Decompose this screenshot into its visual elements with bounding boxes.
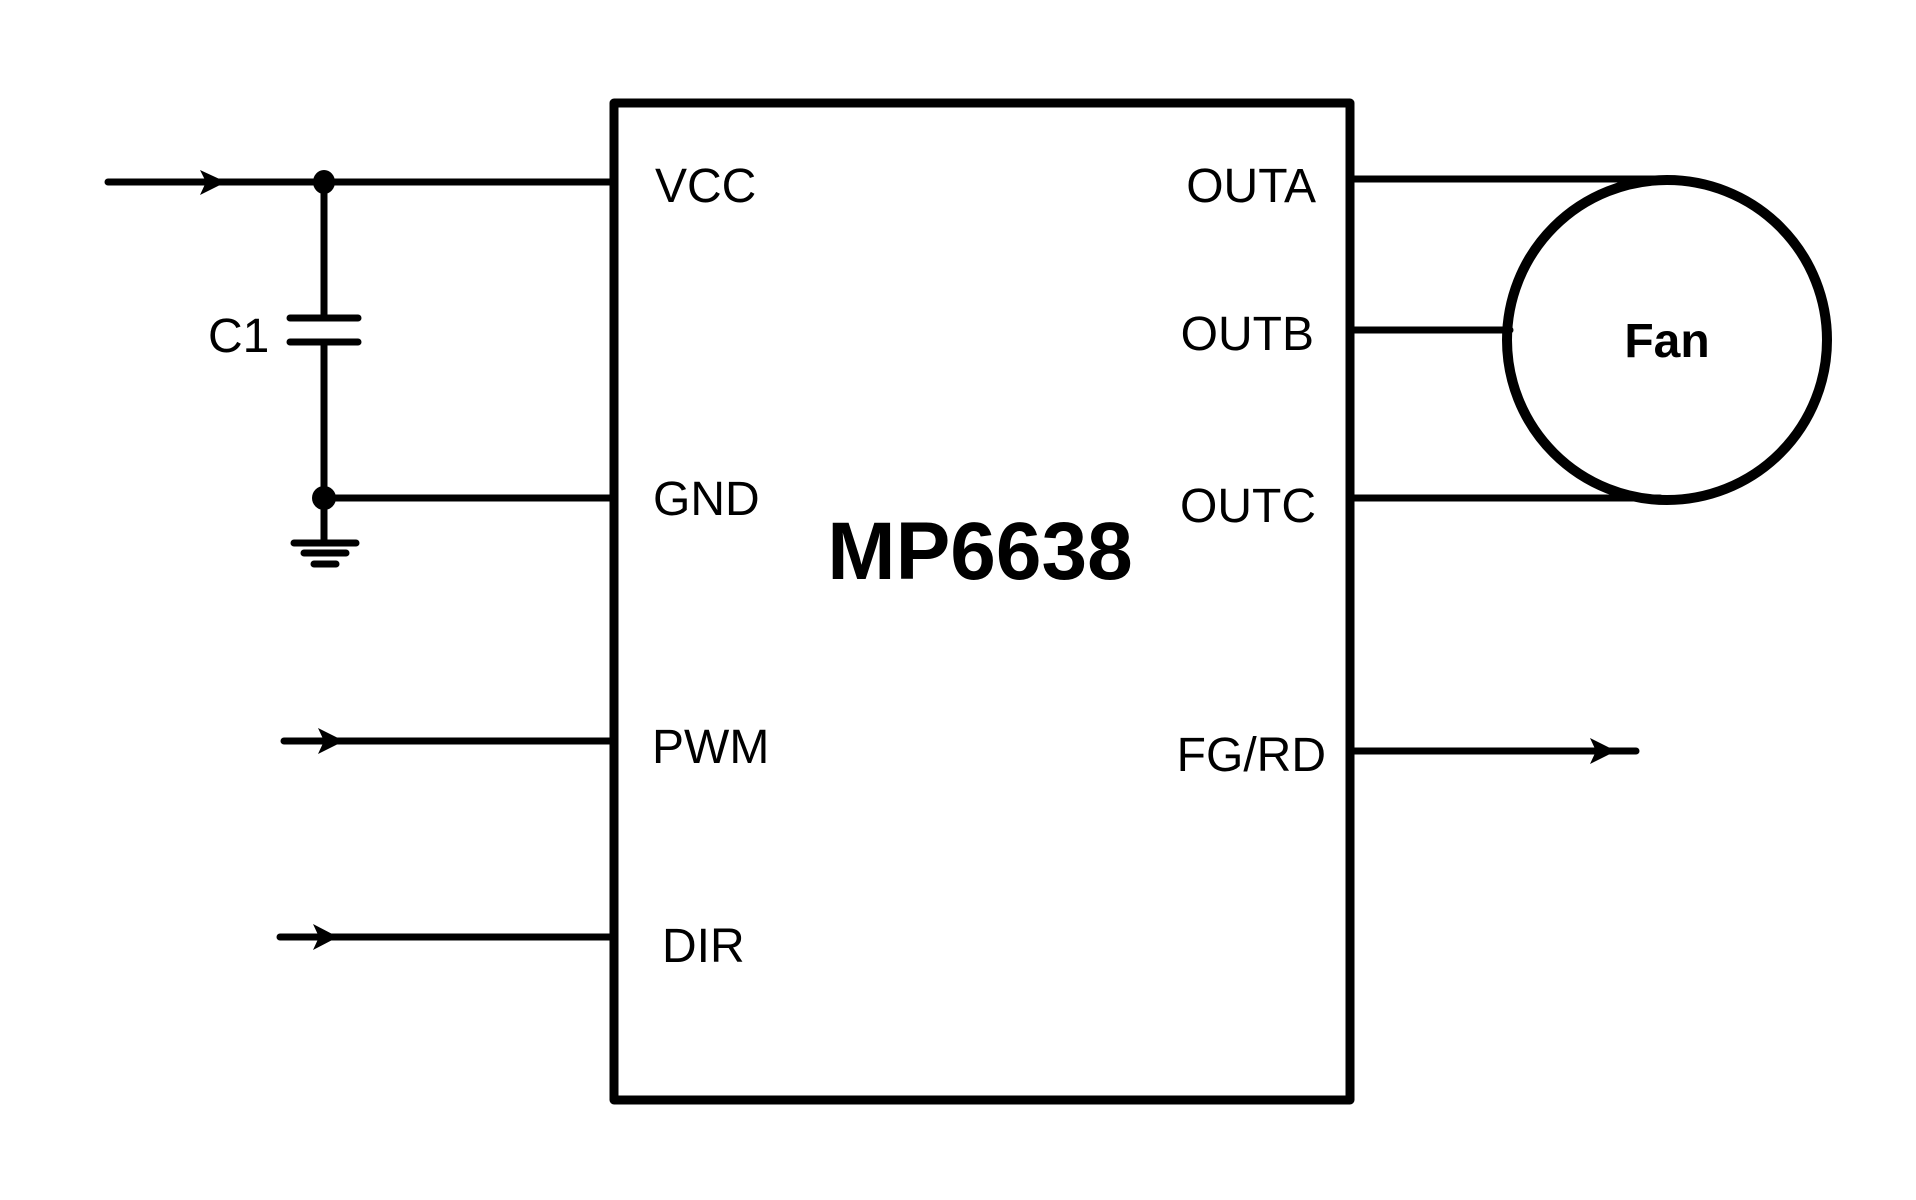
fan-motor: Fan bbox=[1502, 175, 1832, 505]
pin-label-outa: OUTA bbox=[1186, 160, 1316, 213]
fan-label: Fan bbox=[1624, 315, 1709, 368]
dir-input-arrow-icon bbox=[313, 924, 338, 950]
pin-label-vcc: VCC bbox=[655, 160, 756, 213]
pwm-net bbox=[280, 728, 618, 754]
pin-label-gnd: GND bbox=[653, 473, 760, 526]
pwm-input-arrow-icon bbox=[318, 728, 344, 754]
pin-label-fgrd: FG/RD bbox=[1177, 729, 1326, 782]
ground-icon bbox=[290, 539, 360, 568]
capacitor-c1: C1 bbox=[208, 310, 362, 502]
dir-net bbox=[276, 924, 618, 950]
pin-label-outb: OUTB bbox=[1181, 308, 1314, 361]
chip-name: MP6638 bbox=[827, 506, 1132, 597]
fan-icon bbox=[1502, 175, 1832, 505]
vcc-net bbox=[104, 170, 618, 320]
capacitor-label: C1 bbox=[208, 310, 269, 363]
chip-body bbox=[609, 98, 1355, 1105]
pin-label-dir: DIR bbox=[662, 920, 745, 973]
fgrd-output-arrow-icon bbox=[1590, 738, 1616, 764]
pin-label-outc: OUTC bbox=[1180, 480, 1316, 533]
vcc-input-arrow-icon bbox=[200, 170, 226, 195]
gnd-net bbox=[290, 486, 618, 568]
fgrd-net bbox=[1346, 738, 1640, 764]
pin-label-pwm: PWM bbox=[652, 721, 769, 774]
